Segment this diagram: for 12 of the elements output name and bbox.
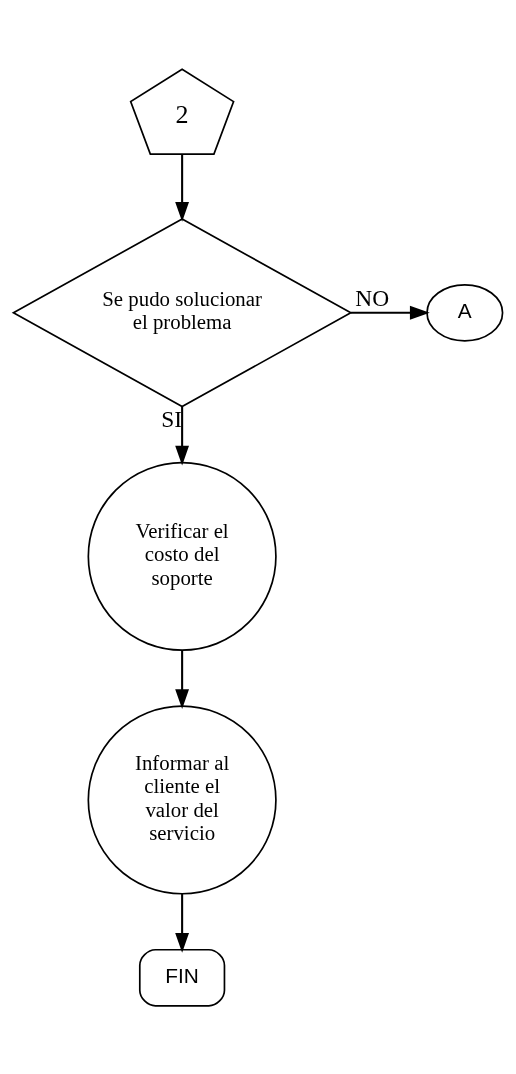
edge-label: NO (355, 284, 390, 310)
node-diamond: Se pudo solucionar el problema (11, 217, 353, 408)
node-box: FIN (138, 948, 226, 1007)
arrow (175, 406, 190, 465)
arrow (175, 893, 190, 953)
edge-label: SI (161, 405, 183, 432)
arrow (351, 305, 430, 320)
arrow (175, 153, 190, 222)
node-circle: Verificar el costo del soporte (87, 461, 277, 651)
node-ellipse: A (426, 283, 504, 342)
node-circle: Informar al cliente el valor del servicio (87, 704, 277, 895)
arrow (175, 650, 190, 709)
